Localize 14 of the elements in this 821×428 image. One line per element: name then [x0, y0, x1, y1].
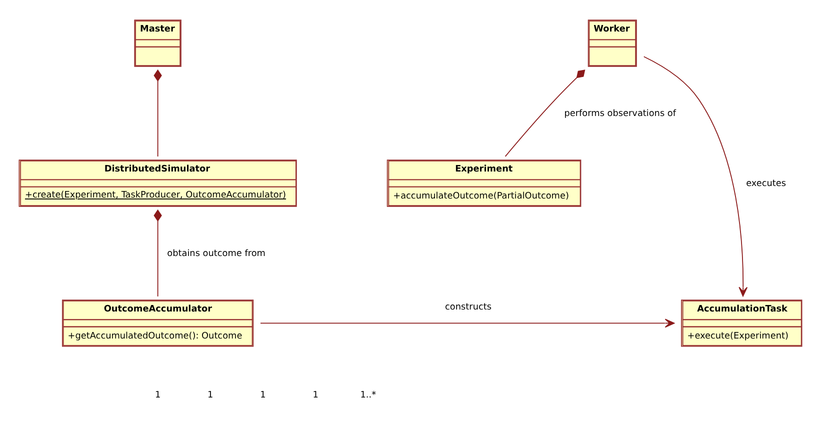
arrow — [260, 318, 675, 328]
label: 1 — [260, 390, 266, 401]
label: 1 — [208, 390, 214, 401]
edge-label: constructs — [445, 302, 492, 312]
connector — [504, 70, 586, 157]
connector — [154, 209, 162, 297]
label: 1 — [154, 390, 161, 401]
label: 1..* — [360, 390, 376, 401]
label: 1 — [312, 390, 318, 401]
connector — [154, 69, 162, 157]
edge-label: performs observations of — [564, 108, 676, 119]
edge-label: executes — [746, 178, 786, 189]
edge-label: obtains outcome from — [167, 248, 266, 259]
arrow — [643, 56, 748, 297]
